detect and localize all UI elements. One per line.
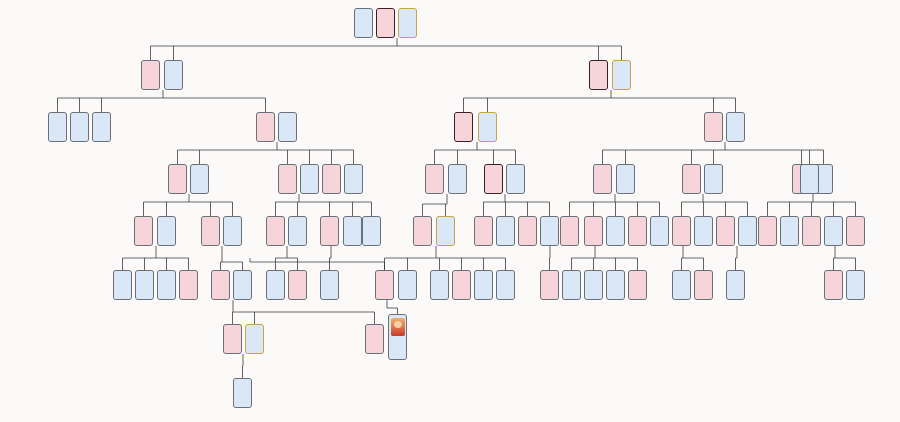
person-card-j1[interactable] xyxy=(694,270,713,300)
person-card-h19[interactable] xyxy=(846,216,865,246)
person-card-i12[interactable] xyxy=(430,270,449,300)
person-card-h6[interactable] xyxy=(540,216,559,246)
person-card-i1[interactable] xyxy=(113,270,132,300)
person-card-h20[interactable] xyxy=(800,164,819,194)
person-card-i17[interactable] xyxy=(562,270,581,300)
person-card-d1[interactable] xyxy=(454,112,473,142)
person-card-a1[interactable] xyxy=(141,60,160,90)
person-card-i7[interactable] xyxy=(266,270,285,300)
person-card-h8[interactable] xyxy=(606,216,625,246)
person-card-j6[interactable] xyxy=(245,324,264,354)
person-card-e4[interactable] xyxy=(300,164,319,194)
person-card-k1[interactable] xyxy=(233,378,252,408)
person-card-h10[interactable] xyxy=(650,216,669,246)
person-card-g12[interactable] xyxy=(343,216,362,246)
person-card-c5[interactable] xyxy=(278,112,297,142)
person-card-h17[interactable] xyxy=(802,216,821,246)
profile-photo-icon xyxy=(391,318,405,336)
person-card-h18[interactable] xyxy=(824,216,843,246)
person-card-f2[interactable] xyxy=(448,164,467,194)
person-card-c1[interactable] xyxy=(48,112,67,142)
person-card-g2[interactable] xyxy=(704,164,723,194)
person-card-b1[interactable] xyxy=(589,60,608,90)
person-card-r3[interactable] xyxy=(398,8,417,38)
person-card-r1[interactable] xyxy=(354,8,373,38)
person-card-i8[interactable] xyxy=(288,270,307,300)
person-card-f5[interactable] xyxy=(593,164,612,194)
person-card-h9[interactable] xyxy=(628,216,647,246)
person-card-i18[interactable] xyxy=(584,270,603,300)
person-card-r2[interactable] xyxy=(376,8,395,38)
person-card-h12[interactable] xyxy=(694,216,713,246)
person-card-f1[interactable] xyxy=(425,164,444,194)
person-card-h13[interactable] xyxy=(716,216,735,246)
person-card-g1[interactable] xyxy=(682,164,701,194)
person-card-h5[interactable] xyxy=(518,216,537,246)
person-card-h2[interactable] xyxy=(436,216,455,246)
person-card-g8[interactable] xyxy=(223,216,242,246)
person-card-i5[interactable] xyxy=(211,270,230,300)
person-card-e6[interactable] xyxy=(344,164,363,194)
person-card-i10[interactable] xyxy=(375,270,394,300)
person-card-f6[interactable] xyxy=(616,164,635,194)
person-card-g9[interactable] xyxy=(266,216,285,246)
person-card-g11[interactable] xyxy=(320,216,339,246)
person-card-h7[interactable] xyxy=(584,216,603,246)
person-card-i20[interactable] xyxy=(628,270,647,300)
person-card-i9[interactable] xyxy=(320,270,339,300)
person-card-e5[interactable] xyxy=(322,164,341,194)
person-card-h14[interactable] xyxy=(738,216,757,246)
person-card-h21[interactable] xyxy=(560,216,579,246)
person-card-g10[interactable] xyxy=(288,216,307,246)
person-card-g7[interactable] xyxy=(201,216,220,246)
person-card-i16[interactable] xyxy=(540,270,559,300)
person-card-g5[interactable] xyxy=(134,216,153,246)
person-card-d4[interactable] xyxy=(726,112,745,142)
person-card-h15[interactable] xyxy=(758,216,777,246)
person-card-i13[interactable] xyxy=(452,270,471,300)
person-card-j7[interactable] xyxy=(365,324,384,354)
person-card-j5[interactable] xyxy=(223,324,242,354)
person-card-c4[interactable] xyxy=(256,112,275,142)
person-card-i4[interactable] xyxy=(179,270,198,300)
person-card-i6[interactable] xyxy=(233,270,252,300)
person-card-i2[interactable] xyxy=(135,270,154,300)
person-card-i15[interactable] xyxy=(496,270,515,300)
person-card-j4[interactable] xyxy=(846,270,865,300)
person-card-j3[interactable] xyxy=(824,270,843,300)
person-card-h11[interactable] xyxy=(672,216,691,246)
person-card-i11[interactable] xyxy=(398,270,417,300)
person-card-i3[interactable] xyxy=(157,270,176,300)
person-card-c2[interactable] xyxy=(70,112,89,142)
person-card-b2[interactable] xyxy=(612,60,631,90)
person-card-h1[interactable] xyxy=(413,216,432,246)
person-card-h3[interactable] xyxy=(474,216,493,246)
person-card-h22[interactable] xyxy=(362,216,381,246)
person-card-f4[interactable] xyxy=(506,164,525,194)
person-card-e3[interactable] xyxy=(278,164,297,194)
person-card-e2[interactable] xyxy=(190,164,209,194)
person-card-a2[interactable] xyxy=(164,60,183,90)
person-card-i19[interactable] xyxy=(606,270,625,300)
person-card-i21[interactable] xyxy=(672,270,691,300)
person-card-f3[interactable] xyxy=(484,164,503,194)
person-card-c3[interactable] xyxy=(92,112,111,142)
person-card-e1[interactable] xyxy=(168,164,187,194)
person-card-h4[interactable] xyxy=(496,216,515,246)
person-card-j2[interactable] xyxy=(726,270,745,300)
person-card-i14[interactable] xyxy=(474,270,493,300)
person-card-g6[interactable] xyxy=(157,216,176,246)
person-card-d3[interactable] xyxy=(704,112,723,142)
person-card-d2[interactable] xyxy=(478,112,497,142)
person-card-h16[interactable] xyxy=(780,216,799,246)
